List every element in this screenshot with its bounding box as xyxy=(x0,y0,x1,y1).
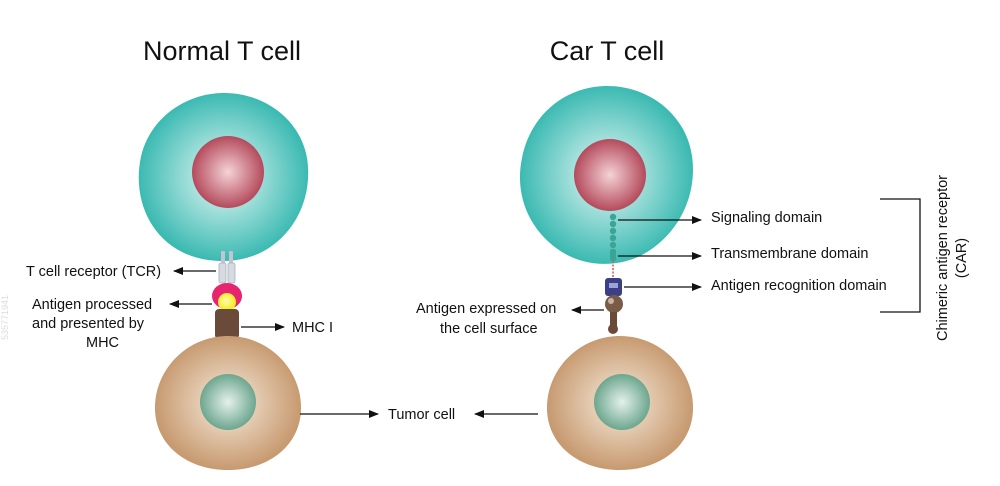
title-car-t-cell: Car T cell xyxy=(550,36,665,66)
surface-antigen xyxy=(605,295,623,334)
label-antigen-expressed-2: the cell surface xyxy=(440,321,538,337)
antigen-presented xyxy=(212,283,242,311)
label-antigen-recognition-domain: Antigen recognition domain xyxy=(711,278,887,294)
car-receptor xyxy=(605,213,622,296)
tumor-cell-left xyxy=(154,336,302,470)
label-car-bracket-2: (CAR) xyxy=(954,238,970,278)
normal-t-cell xyxy=(138,92,309,261)
watermark: 535771941 xyxy=(0,295,10,340)
label-tcr: T cell receptor (TCR) xyxy=(26,264,161,280)
label-antigen-processed-2: and presented by xyxy=(32,316,145,332)
title-normal-t-cell: Normal T cell xyxy=(143,36,301,66)
label-antigen-processed-3: MHC xyxy=(86,335,119,351)
car-bracket xyxy=(880,198,921,313)
car-t-cell-nucleus xyxy=(574,139,646,211)
t-cell-nucleus xyxy=(192,136,264,208)
label-antigen-processed-1: Antigen processed xyxy=(32,297,152,313)
tumor-nucleus xyxy=(200,374,256,430)
tumor-nucleus-right xyxy=(594,374,650,430)
label-mhc-i: MHC I xyxy=(292,320,333,336)
mhc-molecule xyxy=(215,309,239,339)
stock-id-watermark: 535771941 xyxy=(0,295,10,340)
label-tumor-cell: Tumor cell xyxy=(388,407,455,423)
tcr-receptor xyxy=(218,251,236,284)
label-car-bracket-1: Chimeric antigen receptor xyxy=(935,175,951,341)
car-t-cell xyxy=(519,85,693,264)
label-transmembrane-domain: Transmembrane domain xyxy=(711,246,868,262)
label-antigen-expressed-1: Antigen expressed on xyxy=(416,301,556,317)
label-signaling-domain: Signaling domain xyxy=(711,210,822,226)
tumor-cell-right xyxy=(546,336,694,470)
